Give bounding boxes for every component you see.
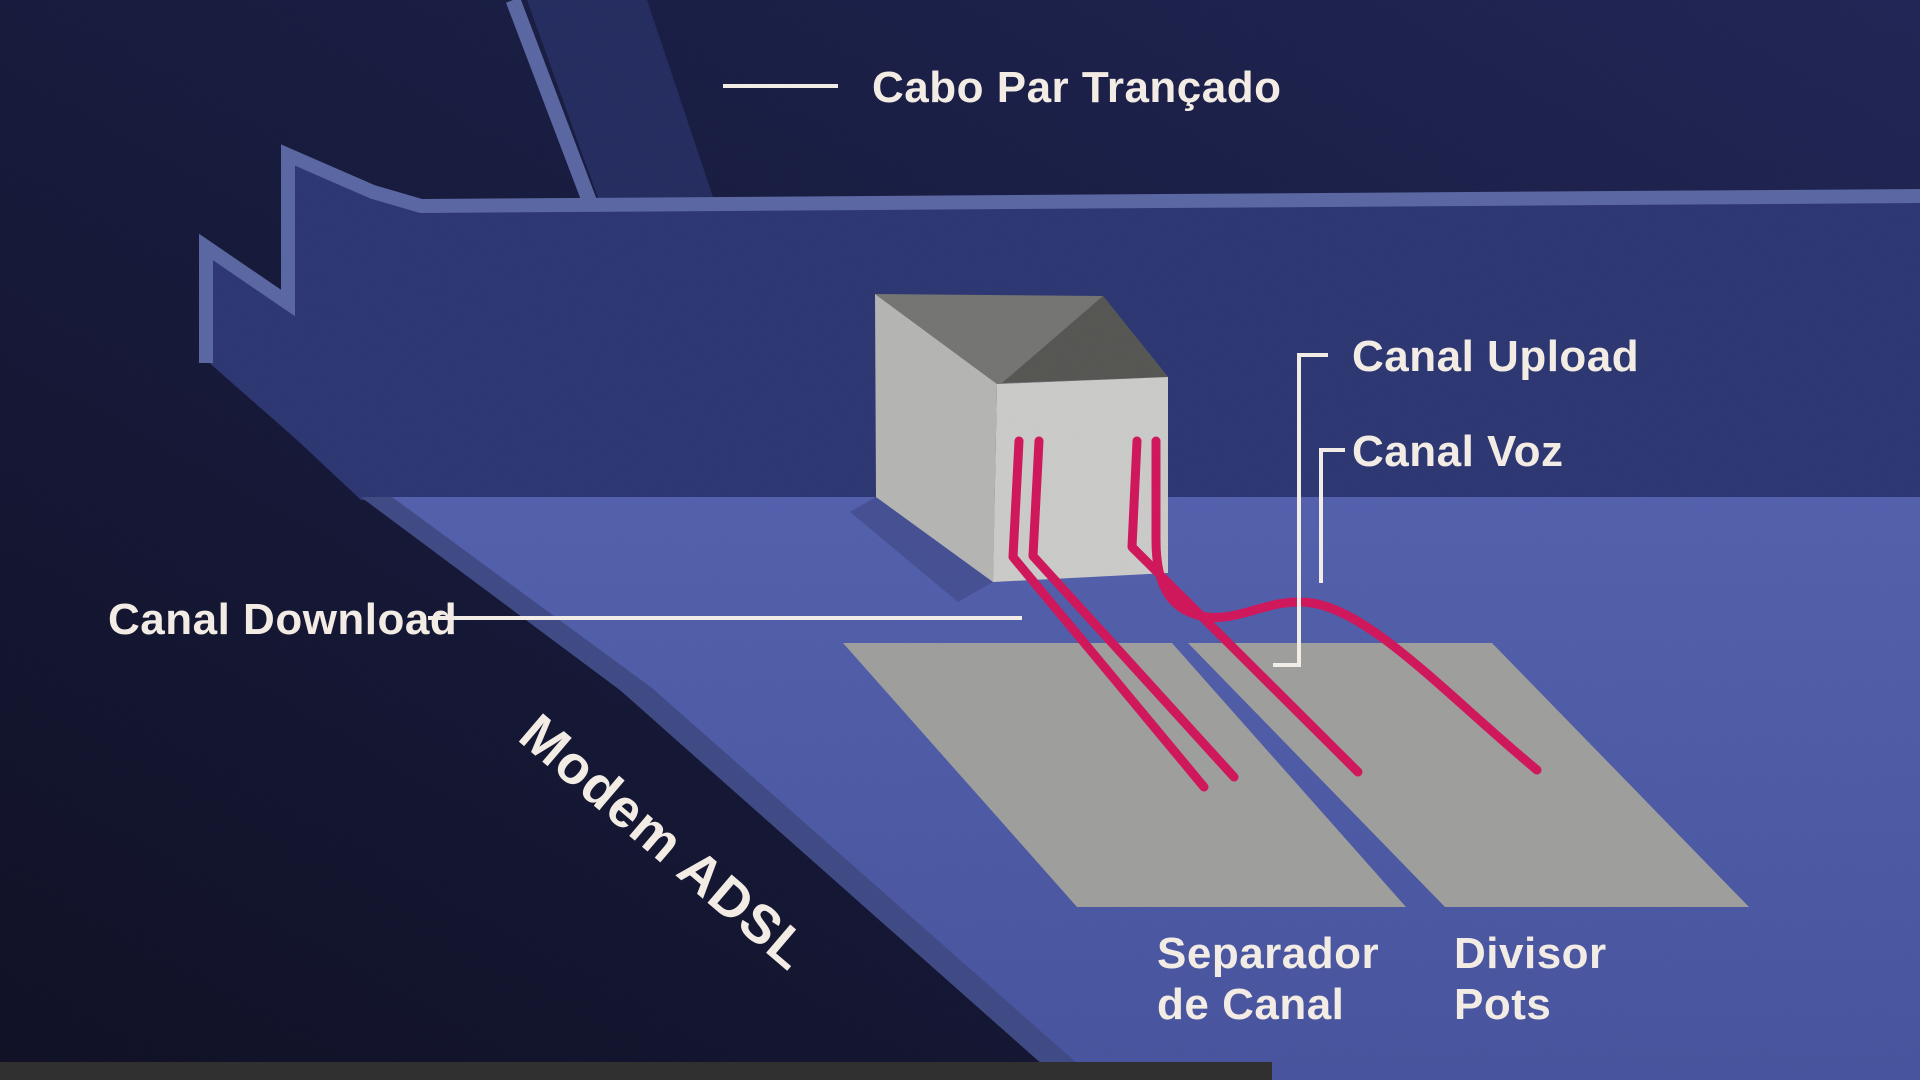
label-separador-line2: de Canal — [1157, 980, 1345, 1030]
label-canal-upload: Canal Upload — [1352, 332, 1640, 381]
label-separador-line1: Separador — [1157, 929, 1380, 978]
label-divisor-line1: Divisor — [1454, 929, 1607, 978]
label-separador-de-canal: Separador de Canal — [1157, 928, 1379, 1030]
label-cabo-par-trancado: Cabo Par Trançado — [872, 63, 1282, 112]
label-divisor-pots: Divisor Pots — [1454, 928, 1607, 1030]
label-divisor-line2: Pots — [1454, 980, 1552, 1030]
label-canal-download: Canal Download — [108, 595, 458, 644]
label-canal-voz: Canal Voz — [1352, 427, 1564, 476]
